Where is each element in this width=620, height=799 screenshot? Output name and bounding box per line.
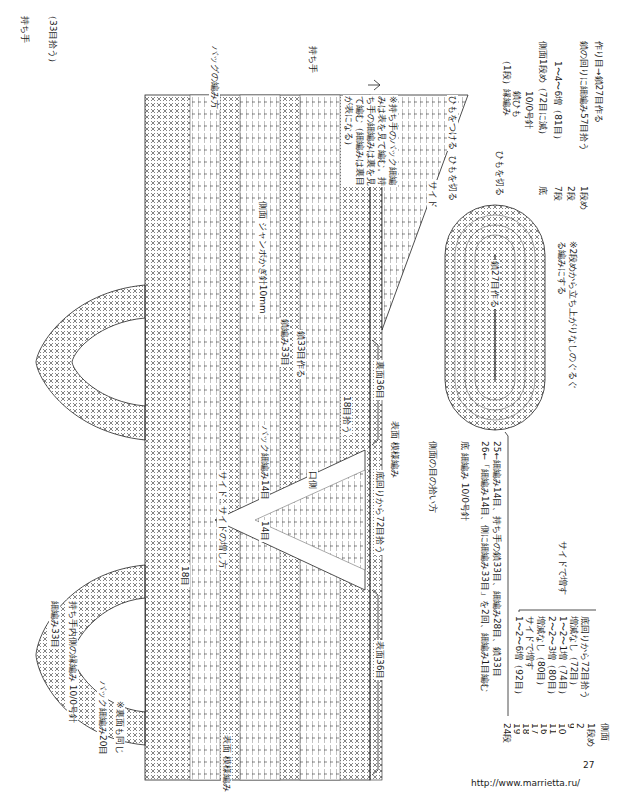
- chart-label: 鎖ひも: [511, 90, 522, 119]
- chart-label: 底回りから72目拾う: [374, 470, 385, 555]
- chart-label: サイド: [217, 470, 228, 499]
- chart-label: 側面1段め（72目に減）: [537, 40, 548, 140]
- chart-label: 側面の目の拾い方: [427, 440, 438, 514]
- chart-label: 1〜2〜1増（74目）: [557, 615, 568, 700]
- chart-label: 18目: [179, 565, 190, 587]
- chart-label: 側面 ジャンボかぎ針10mm: [257, 200, 268, 315]
- chart-label: ひもを切る: [447, 155, 458, 202]
- chart-label: 表面36目: [374, 640, 385, 680]
- chart-label: 増減なし（72目）: [568, 615, 579, 691]
- chart-label: サイドの増し方: [217, 505, 228, 570]
- chart-label: 2段: [565, 185, 576, 202]
- bag-body: [145, 95, 382, 780]
- chart-label: 7段: [552, 185, 563, 202]
- chart-label: 鎖の回りに細編み57目拾う: [578, 40, 589, 152]
- base-oval: [445, 205, 545, 430]
- chart-label: サイドで増す: [557, 540, 568, 596]
- chart-label: 底: [537, 185, 548, 196]
- chart-label: 10/0号針: [523, 90, 534, 130]
- chart-label: ひもをつける: [447, 95, 458, 151]
- chart-label: 2: [574, 722, 585, 730]
- chart-label: バッグの編み方: [209, 45, 220, 110]
- chart-label: 1〜2〜6増（92目）: [513, 615, 524, 700]
- side-increase: [215, 95, 468, 590]
- chart-label: 27: [582, 760, 595, 771]
- chart-label: 25←細編み14目、持ち手の鎖33目、細編み28目、鎖33目: [491, 440, 502, 678]
- chart-label: 裏面36目: [374, 360, 385, 400]
- chart-label: 表面 模様編み: [389, 420, 400, 479]
- chart-label: http://www.marrietta.ru/: [470, 778, 581, 789]
- chart-label: 細編み33目: [49, 600, 60, 649]
- chart-label: ※2段めから立ち上がりなしのぐるぐる編みにする: [556, 240, 578, 392]
- chart-label: 持ち手内側の縁編み 10/0号針: [67, 600, 78, 724]
- chart-label: 14目: [259, 520, 270, 542]
- chart-label: 口側: [307, 470, 318, 490]
- chart-label: 18目拾う: [341, 395, 352, 435]
- chart-label: 鎖33目作る: [295, 330, 306, 379]
- chart-label: 鎖編み33目: [279, 318, 290, 367]
- chart-label: 鎖27目作る: [489, 260, 500, 309]
- chart-label: サイド: [427, 180, 438, 209]
- chart-label: 2〜2〜3増（80目）: [546, 615, 557, 700]
- chart-label: 作り目→鎖27目作る: [593, 40, 604, 124]
- chart-label: 1段め: [585, 722, 596, 748]
- chart-label: 持ち手: [19, 15, 30, 44]
- chart-label: （33目拾う）: [47, 10, 58, 68]
- chart-label: バック細編み20目: [97, 680, 108, 756]
- chart-label: 底回りから72目拾う: [579, 615, 590, 700]
- chart-label: 持ち手: [307, 45, 318, 74]
- chart-label: サイドで増す: [524, 615, 535, 671]
- chart-label: ※裏面も同じ: [114, 700, 125, 755]
- chart-label: ※持ち手のバック細編みは表を見て編む。持ち手の細編みは裏を見て編む（細編みは裏目…: [343, 95, 398, 187]
- brackets: [368, 80, 596, 775]
- handle-bottom: [36, 565, 145, 745]
- chart-label: 増減なし（80目）: [535, 615, 546, 691]
- chart-label: 底 細編み 10/0号針: [459, 440, 470, 522]
- chart-label: 1〜4〜6増（81目）: [552, 60, 563, 145]
- chart-label: バック細編み14目: [259, 425, 270, 501]
- handle-top: [36, 285, 145, 440]
- chart-label: ひもを切る: [494, 150, 505, 197]
- chart-label: 側面: [599, 722, 610, 742]
- chart-label: 表面 模様編み: [221, 734, 232, 793]
- chart-label: 26←「細編み14目、側に細編み33目」を2回、細編み1目編む: [479, 440, 490, 693]
- chart-label: 1段め: [578, 185, 589, 211]
